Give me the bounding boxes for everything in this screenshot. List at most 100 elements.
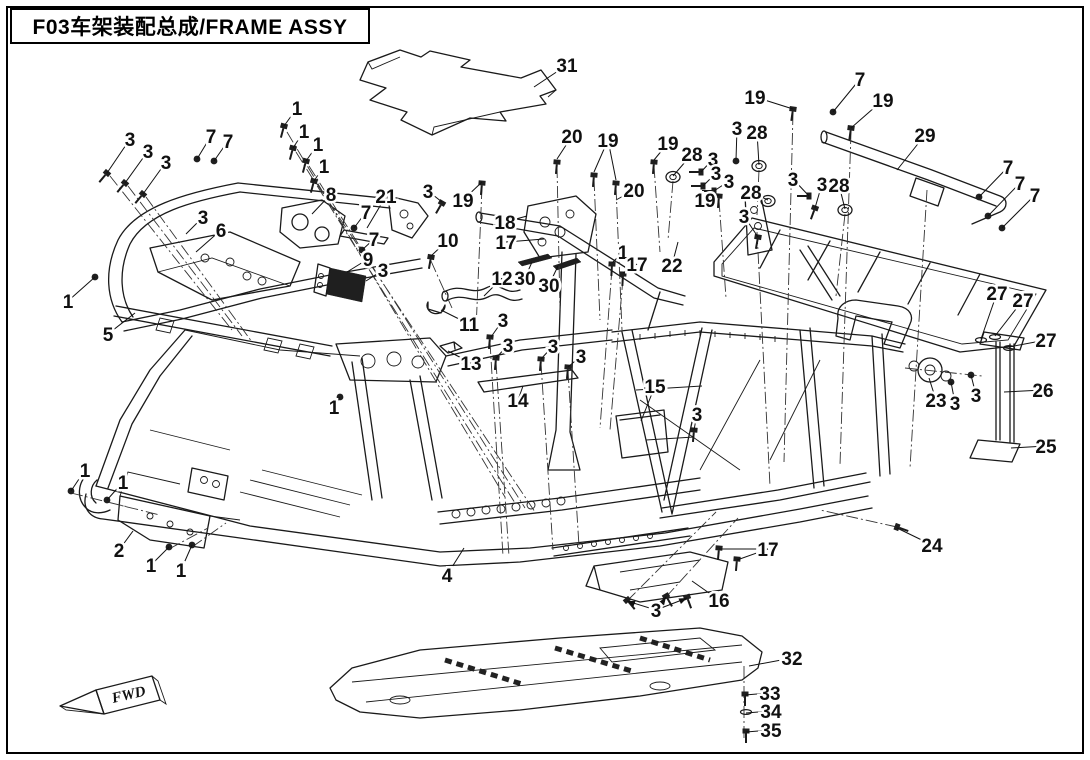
callout-27: 27 bbox=[986, 284, 1007, 305]
callout-29: 29 bbox=[914, 126, 935, 147]
callout-23: 23 bbox=[925, 391, 946, 412]
front-rack-assembly bbox=[475, 195, 686, 471]
callout-27: 27 bbox=[1035, 331, 1056, 352]
mid-small-parts bbox=[426, 285, 729, 603]
callout-11: 11 bbox=[459, 315, 480, 336]
bolt-glyph bbox=[435, 199, 447, 214]
front-bumper-assembly bbox=[108, 182, 429, 360]
callout-34: 34 bbox=[760, 702, 782, 723]
callout-1: 1 bbox=[63, 292, 74, 313]
callout-2: 2 bbox=[114, 541, 125, 562]
bolt-glyph bbox=[608, 261, 616, 277]
frame-assembly-art: FWD 333771111821773693151312019192833320… bbox=[59, 49, 1059, 745]
callout-28: 28 bbox=[740, 183, 761, 204]
callout-14: 14 bbox=[507, 391, 529, 412]
callout-35: 35 bbox=[760, 721, 782, 742]
fastener-glyphs bbox=[67, 106, 1016, 743]
callout-5: 5 bbox=[103, 325, 114, 346]
main-frame bbox=[84, 299, 913, 567]
callout-16: 16 bbox=[708, 591, 729, 612]
bolt-glyph bbox=[619, 271, 627, 287]
bolt-glyph bbox=[742, 728, 750, 743]
callout-30: 30 bbox=[538, 276, 559, 297]
bushing-glyph bbox=[837, 203, 853, 217]
callout-19: 19 bbox=[744, 88, 765, 109]
callout-3: 3 bbox=[498, 311, 509, 332]
callout-3: 3 bbox=[548, 337, 559, 358]
callout-7: 7 bbox=[369, 230, 380, 251]
callout-1: 1 bbox=[176, 561, 187, 582]
callout-3: 3 bbox=[732, 119, 743, 140]
callout-3: 3 bbox=[198, 208, 209, 229]
bolt-glyph bbox=[98, 168, 112, 183]
bolt-glyph bbox=[847, 125, 855, 141]
bolt-glyph bbox=[564, 364, 572, 380]
callout-7: 7 bbox=[223, 132, 234, 153]
skid-plate bbox=[329, 627, 763, 719]
bolt-glyph bbox=[279, 122, 289, 138]
callout-4: 4 bbox=[442, 566, 453, 587]
bolt-glyph bbox=[797, 192, 812, 200]
bushing-glyph bbox=[760, 194, 776, 208]
callout-3: 3 bbox=[143, 142, 154, 163]
callout-3: 3 bbox=[817, 175, 828, 196]
callout-1: 1 bbox=[299, 122, 310, 143]
callout-19: 19 bbox=[872, 91, 893, 112]
bolt-glyph bbox=[288, 144, 298, 160]
callout-1: 1 bbox=[313, 135, 324, 156]
callout-28: 28 bbox=[828, 176, 849, 197]
callout-3: 3 bbox=[711, 164, 722, 185]
washer-glyph bbox=[1002, 344, 1016, 352]
nut-glyph bbox=[732, 157, 740, 165]
bolt-glyph bbox=[715, 193, 723, 209]
fwd-arrow: FWD bbox=[59, 675, 167, 715]
callout-3: 3 bbox=[423, 182, 434, 203]
bolt-glyph bbox=[492, 355, 500, 371]
callout-3: 3 bbox=[576, 347, 587, 368]
bushing-glyph bbox=[665, 170, 681, 184]
fwd-label: FWD bbox=[109, 684, 147, 708]
callout-3: 3 bbox=[950, 394, 961, 415]
callout-1: 1 bbox=[118, 473, 129, 494]
callout-3: 3 bbox=[739, 207, 750, 228]
callout-7: 7 bbox=[361, 203, 372, 224]
callout-19: 19 bbox=[452, 191, 473, 212]
top-cover-plate bbox=[359, 49, 557, 136]
callout-9: 9 bbox=[363, 250, 374, 271]
callout-3: 3 bbox=[161, 153, 172, 174]
callout-28: 28 bbox=[681, 145, 702, 166]
callout-19: 19 bbox=[597, 131, 618, 152]
callout-3: 3 bbox=[651, 601, 662, 622]
callout-1: 1 bbox=[329, 398, 340, 419]
callout-21: 21 bbox=[375, 187, 397, 208]
callout-26: 26 bbox=[1032, 381, 1053, 402]
callout-10: 10 bbox=[437, 231, 458, 252]
callout-33: 33 bbox=[759, 684, 780, 705]
callout-22: 22 bbox=[661, 256, 682, 277]
rear-rack-assembly bbox=[713, 191, 1047, 353]
callout-24: 24 bbox=[921, 536, 943, 557]
bolt-glyph bbox=[537, 356, 545, 372]
callout-31: 31 bbox=[556, 56, 578, 77]
callout-32: 32 bbox=[781, 649, 802, 670]
callout-27: 27 bbox=[1012, 291, 1033, 312]
callout-30: 30 bbox=[514, 269, 535, 290]
bolt-glyph bbox=[682, 593, 693, 609]
bolt-glyph bbox=[661, 592, 673, 607]
callout-7: 7 bbox=[206, 127, 217, 148]
callout-3: 3 bbox=[708, 150, 719, 171]
callout-1: 1 bbox=[80, 461, 91, 482]
lower-bumper-assembly bbox=[78, 471, 241, 549]
callout-1: 1 bbox=[146, 556, 157, 577]
title-box: F03车架装配总成/FRAME ASSY bbox=[10, 8, 370, 44]
callout-3: 3 bbox=[724, 172, 735, 193]
bolt-glyph bbox=[553, 159, 561, 175]
callout-20: 20 bbox=[561, 127, 582, 148]
page-title: F03车架装配总成/FRAME ASSY bbox=[32, 16, 348, 39]
callout-1: 1 bbox=[292, 99, 303, 120]
washer-glyph bbox=[739, 708, 753, 716]
callout-12: 12 bbox=[491, 269, 512, 290]
callout-15: 15 bbox=[644, 377, 666, 398]
